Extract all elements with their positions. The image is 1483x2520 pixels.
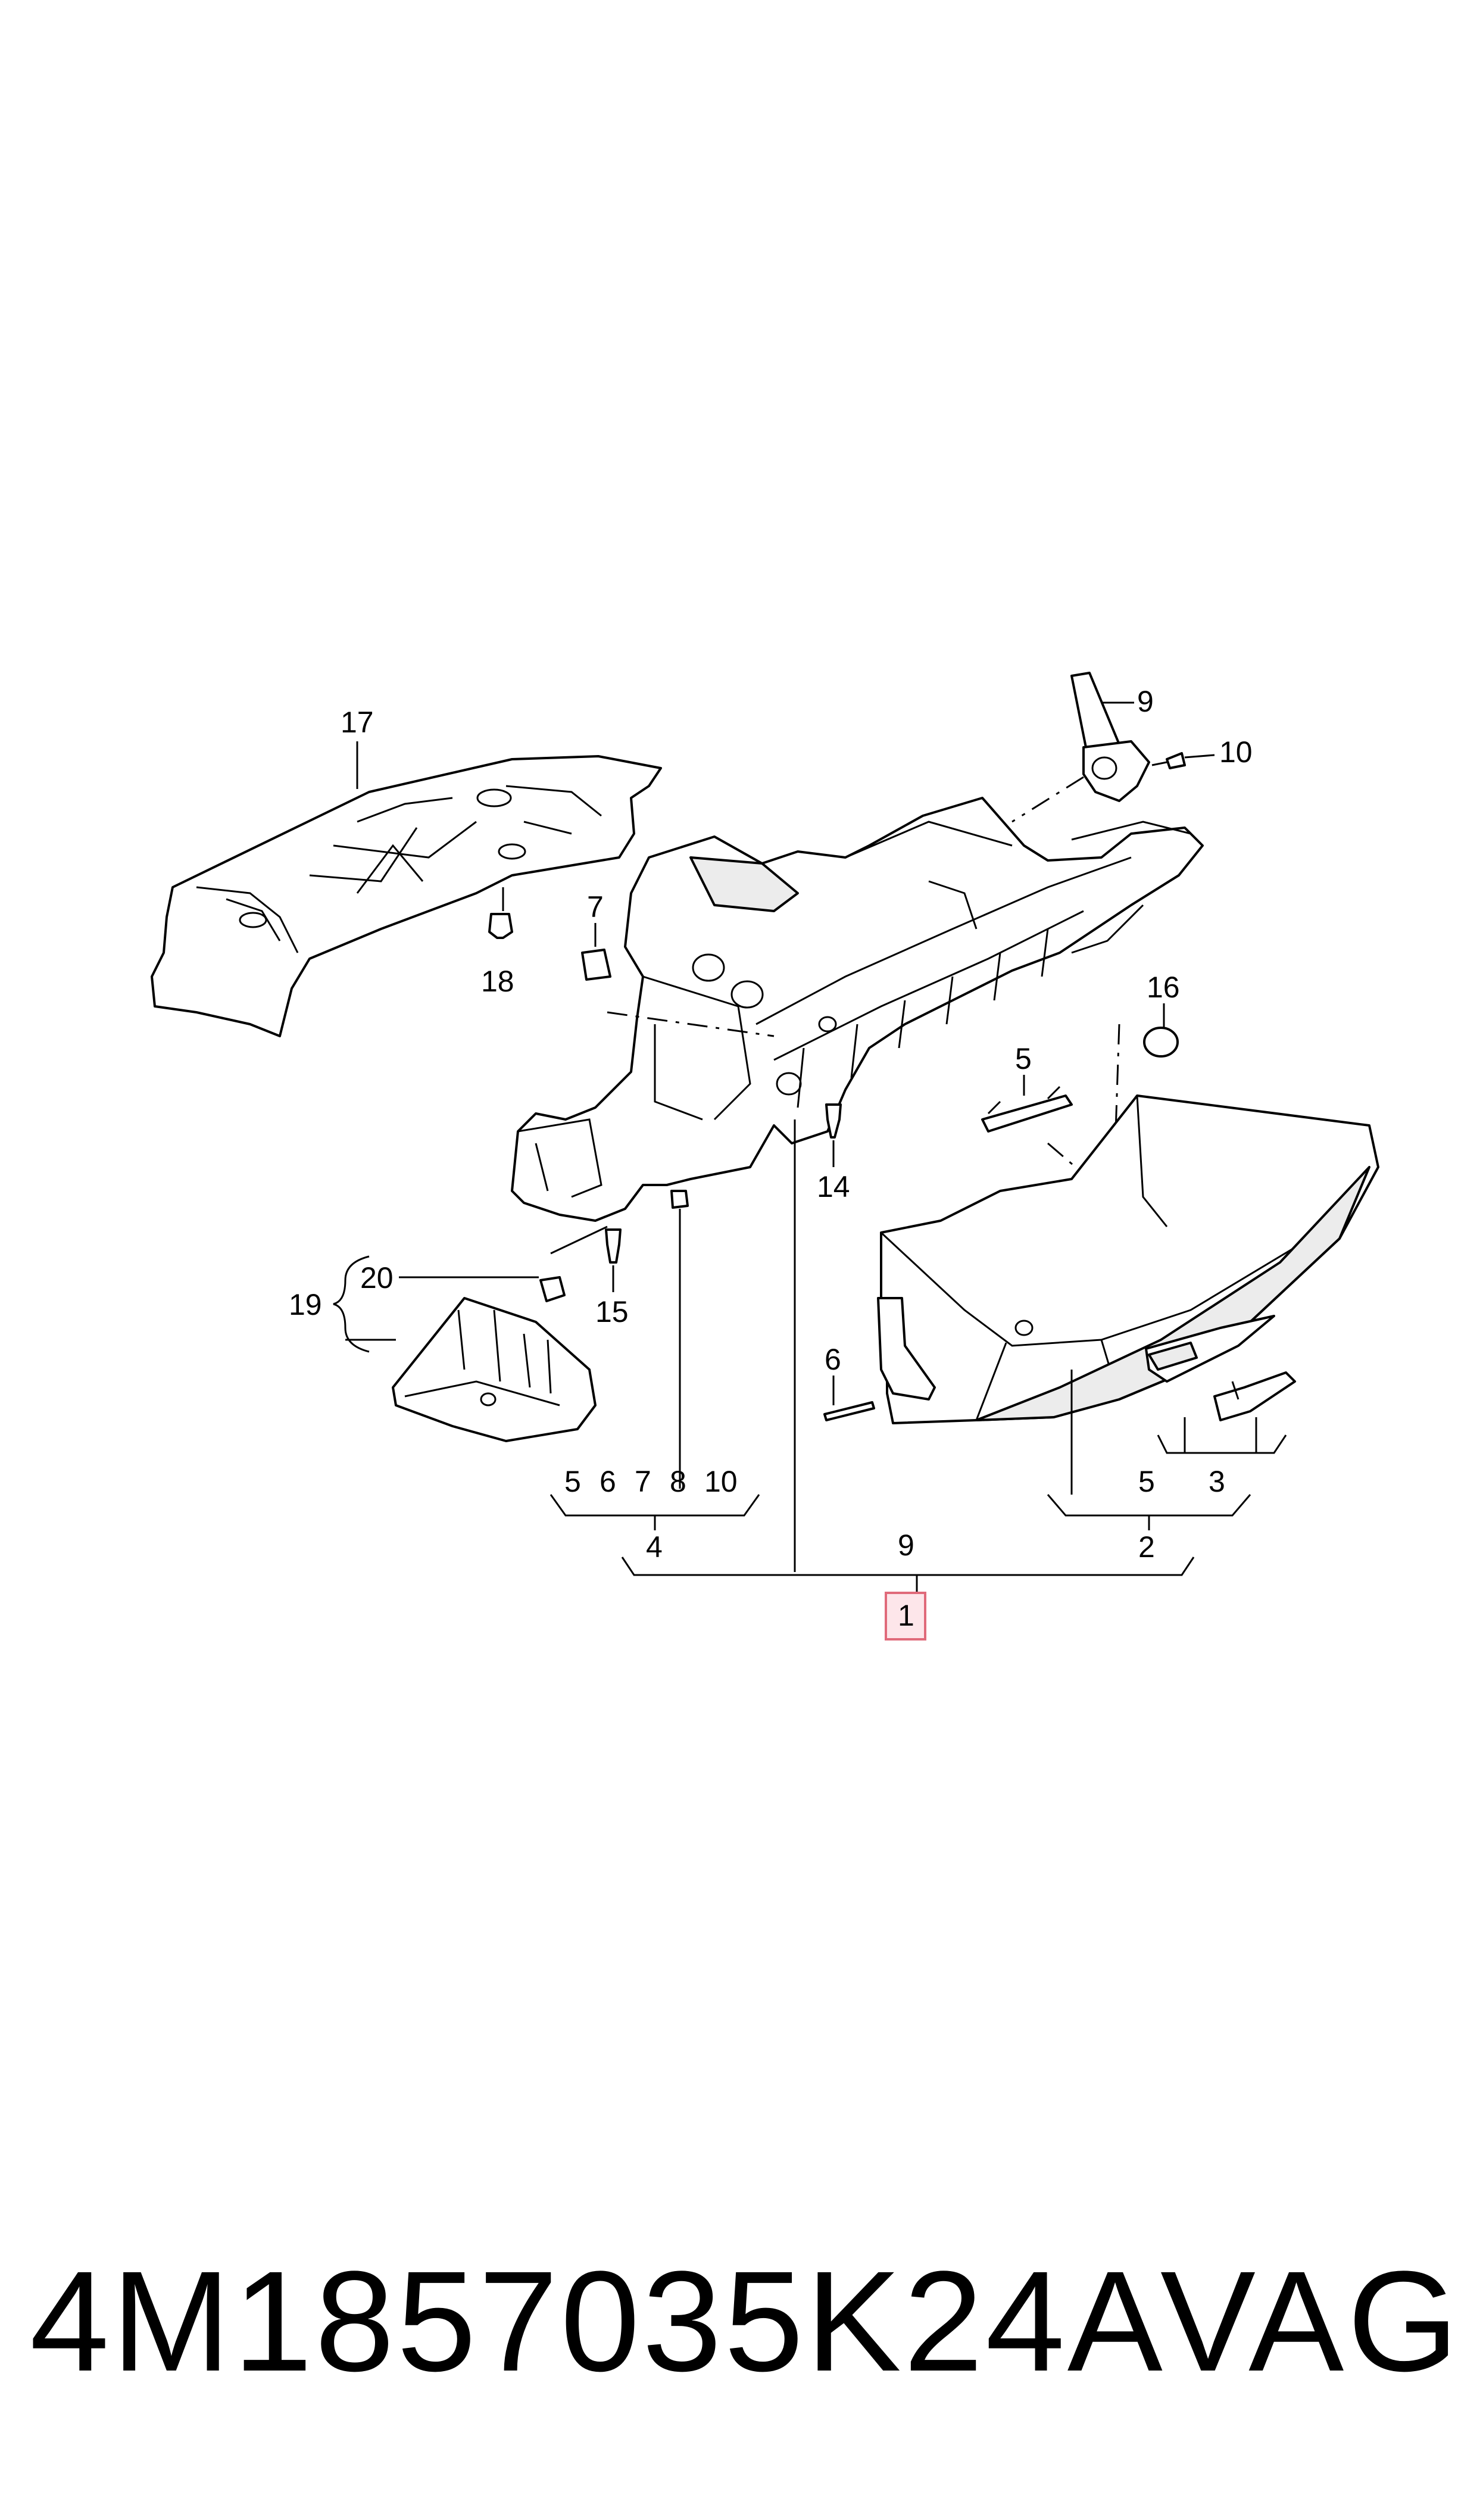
callout-4[interactable]: 4 — [646, 1530, 663, 1564]
part-8-clip — [670, 1190, 689, 1489]
callout-20[interactable]: 20 — [360, 1261, 394, 1295]
callout-18[interactable]: 18 — [481, 965, 514, 998]
part-9-latch — [1070, 672, 1150, 802]
part-7-clip — [581, 923, 611, 981]
callout-14[interactable]: 14 — [817, 1170, 850, 1203]
callout-15[interactable]: 15 — [595, 1295, 629, 1328]
callout-6-box[interactable]: 6 — [825, 1343, 841, 1376]
callout-10-group4[interactable]: 10 — [704, 1465, 738, 1498]
brand-caption: VAG — [1160, 2241, 1462, 2401]
part-10-screw — [1151, 752, 1215, 769]
part-18-clip — [488, 887, 513, 939]
callout-5-group2[interactable]: 5 — [1138, 1465, 1155, 1498]
callout-9-top[interactable]: 9 — [1137, 685, 1154, 718]
part-3-inserts — [1145, 1315, 1296, 1421]
part-number-caption: 4M1857035K24A — [30, 2241, 1165, 2401]
callout-1[interactable]: 1 — [898, 1599, 914, 1632]
part-17-upper-cover — [151, 755, 662, 1037]
part-19-bracket — [392, 1297, 597, 1442]
callout-2[interactable]: 2 — [1138, 1530, 1155, 1564]
part-6-latch — [823, 1297, 936, 1421]
part-2-glovebox — [880, 1094, 1379, 1424]
callout-16[interactable]: 16 — [1147, 971, 1180, 1004]
callout-9-group1[interactable]: 9 — [898, 1529, 914, 1562]
callout-7-top[interactable]: 7 — [587, 890, 604, 924]
callout-7-group4[interactable]: 7 — [635, 1465, 651, 1498]
callout-5-top[interactable]: 5 — [1015, 1042, 1032, 1075]
part-20-clip — [539, 1276, 566, 1302]
callout-5-group4[interactable]: 5 — [564, 1465, 581, 1498]
selected-part-highlight — [885, 1592, 926, 1641]
part-carrier-frame — [511, 797, 1204, 1222]
callout-19[interactable]: 19 — [289, 1288, 322, 1321]
callout-8-group4[interactable]: 8 — [670, 1465, 686, 1498]
part-5-strap — [981, 1075, 1073, 1133]
part-16-cap — [1143, 1003, 1179, 1058]
part-15-bolt — [605, 1228, 622, 1264]
callout-17[interactable]: 17 — [341, 706, 374, 739]
callout-10-top[interactable]: 10 — [1219, 735, 1253, 769]
callout-3[interactable]: 3 — [1209, 1465, 1225, 1498]
callout-labels: 17 18 7 9 10 16 5 14 20 19 15 6 5 6 7 8 … — [289, 685, 1253, 1632]
leader-lines — [333, 741, 1287, 1593]
callout-6-group4[interactable]: 6 — [600, 1465, 616, 1498]
part-14-bolt — [825, 1103, 842, 1139]
